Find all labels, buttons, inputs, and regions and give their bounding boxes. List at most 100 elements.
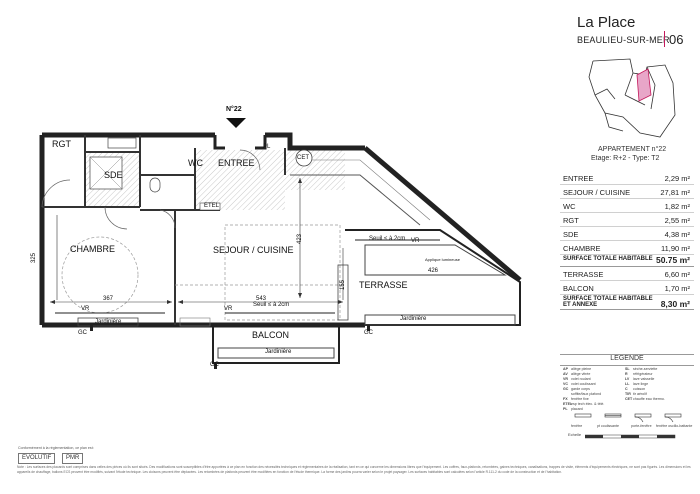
balcony-outline <box>212 324 340 364</box>
key-plan <box>588 58 676 138</box>
room-label-terrasse: TERRASSE <box>359 280 408 290</box>
unit-number-label: N°22 <box>226 106 242 113</box>
dimension-543: 543 <box>256 296 267 302</box>
legend-text: placard <box>571 407 583 411</box>
planter-balcon-label: Jardinière <box>265 349 292 355</box>
fixture-vr-chambre: VR <box>81 306 90 312</box>
fixture-gc-3: GC <box>364 330 373 336</box>
legend-opening-porte-fenetre: porte-fenêtre <box>631 424 652 428</box>
scale-bar <box>585 434 676 439</box>
conformity-text: Conformément à la réglementation, ce pla… <box>18 446 94 450</box>
dimension-367: 367 <box>103 296 114 302</box>
surface-total-value: 50.75 m² <box>655 255 690 265</box>
legend-item: soffite/faux plafond <box>563 392 601 396</box>
legend-code: LL <box>625 382 630 386</box>
project-location: BEAULIEU-SUR-MER <box>577 35 670 45</box>
legend-item: CETchauffe eau thermo. <box>625 397 665 401</box>
room-label-chambre: CHAMBRE <box>70 244 116 254</box>
room-label-entree: ENTREE <box>218 158 255 168</box>
dimension-325: 325 <box>31 252 38 264</box>
surface-value: 1,82 m² <box>664 202 690 211</box>
outer-wall-diagonal <box>363 146 522 282</box>
planter-chambre-label: Jardinière <box>95 319 122 325</box>
room-label-sde: SDE <box>104 170 123 180</box>
footer-notes: Note : Les surfaces des placards sont co… <box>17 465 691 474</box>
surface-name: ENTREE <box>563 174 594 183</box>
legend-text: réfrigérateur <box>633 372 653 376</box>
legend-item: ETELesp tech élec. & télé. <box>563 402 604 406</box>
apartment-title: APPARTEMENT n°22 <box>598 146 667 153</box>
room-label-wc: WC <box>188 158 203 168</box>
legend-text: tir aérolif <box>633 392 647 396</box>
annex-total-value: 8,30 m² <box>660 299 690 309</box>
fixture-pl: PL <box>263 144 271 150</box>
legend-code: FX <box>563 397 568 401</box>
kitchen-counter <box>290 174 421 226</box>
annex-value: 6,60 m² <box>664 270 690 279</box>
legend-opening-coulissante: pt coulissante <box>597 424 619 428</box>
surface-name: CHAMBRE <box>563 244 601 253</box>
fixture-vr-sejour: VR <box>224 306 233 312</box>
surface-name: RGT <box>563 216 579 225</box>
tag-pmr: PMR <box>62 453 84 464</box>
legend-text: sèche-serviette <box>633 367 658 371</box>
dimension-426: 426 <box>428 268 439 274</box>
dimension-423: 423 <box>297 233 304 245</box>
legend-text: volet roulant <box>571 377 591 381</box>
chambre-planter <box>77 317 139 327</box>
planter-terrasse-label: Jardinière <box>400 316 427 322</box>
wc-bowl <box>149 177 161 193</box>
surface-value: 4,38 m² <box>664 230 690 239</box>
kitchen-floor <box>285 150 345 190</box>
cet-tank <box>295 149 313 167</box>
page-separator <box>664 31 665 47</box>
room-label-rgt: RGT <box>52 139 71 149</box>
legend-text: esp tech élec. & télé. <box>571 402 605 406</box>
fixture-gc-1: GC <box>78 330 87 336</box>
surface-row-wc: WC 1,82 m² <box>560 200 694 213</box>
legend-opening-oscillo: fenêtre oscillo-battante <box>656 424 693 428</box>
balcony-planter <box>217 347 335 359</box>
legend-code: AP <box>563 367 568 371</box>
surface-value: 11,90 m² <box>660 244 690 253</box>
legend-text: volet coulissant <box>571 382 596 386</box>
fixture-etel: ETEL <box>204 203 220 209</box>
legend-text: lave vaisselle <box>633 377 655 381</box>
legend-text: chauffe eau thermo. <box>633 397 665 401</box>
threshold-terrasse: Seuil ≤ à 2cm <box>369 236 406 242</box>
room-label-sejour: SEJOUR / CUISINE <box>213 245 294 255</box>
legend-code: VC <box>563 382 568 386</box>
washbasin <box>107 137 137 149</box>
surface-row-sde: SDE 4,38 m² <box>560 228 694 241</box>
legend-opening-symbols <box>574 413 682 423</box>
legend-code: GC <box>563 387 569 391</box>
legend-text: allège pleine <box>571 367 592 371</box>
surface-name: WC <box>563 202 576 211</box>
apartment-subtitle: Etage: R+2 - Type: T2 <box>591 155 660 162</box>
legend-code: LV <box>625 377 630 381</box>
legend-code: AV <box>563 372 568 376</box>
legend-code: R <box>625 372 628 376</box>
threshold-sejour: Seuil ≤ à 2cm <box>253 302 290 308</box>
surface-total-label: SURFACE TOTALE HABITABLE <box>563 256 653 262</box>
legend-text: cuisson <box>633 387 646 391</box>
surface-name: SDE <box>563 230 579 239</box>
floor-plan <box>39 118 522 369</box>
legend-code: VR <box>563 377 568 381</box>
fixture-cet: CET <box>297 155 309 161</box>
room-label-balcon: BALCON <box>252 330 290 340</box>
outer-wall-top-mid <box>265 132 365 151</box>
annex-name: BALCON <box>563 284 594 293</box>
page-number: 06 <box>669 32 684 47</box>
dimension-155: 155 <box>340 279 347 291</box>
legend-text: allège vitrée <box>571 372 591 376</box>
